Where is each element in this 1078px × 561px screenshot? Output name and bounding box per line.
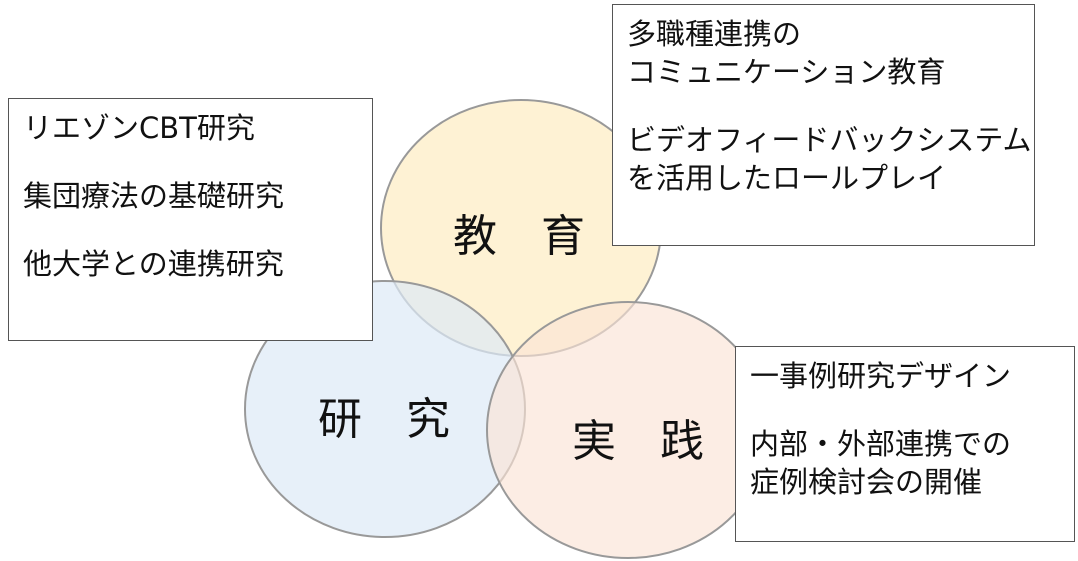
- box-line: ビデオフィードバックシステム: [627, 123, 1032, 157]
- practice-label: 実 践: [572, 416, 704, 467]
- box-line: 一事例研究デザイン: [750, 359, 1012, 393]
- box-line: 他大学との連携研究: [23, 247, 284, 281]
- practice-details-box: 一事例研究デザイン 内部・外部連携での 症例検討会の開催: [735, 346, 1075, 542]
- box-line: を活用したロールプレイ: [627, 161, 947, 195]
- box-line: リエゾンCBT研究: [23, 111, 255, 145]
- box-line: 症例検討会の開催: [750, 465, 983, 499]
- education-details-box: 多職種連携の コミュニケーション教育 ビデオフィードバックシステム を活用したロ…: [612, 4, 1035, 246]
- research-label: 研 究: [318, 394, 450, 445]
- education-label: 教 育: [453, 211, 585, 262]
- box-line: 集団療法の基礎研究: [23, 179, 285, 213]
- box-line: 多職種連携の: [627, 17, 802, 51]
- box-line: コミュニケーション教育: [627, 55, 946, 89]
- box-line: 内部・外部連携での: [750, 427, 1012, 461]
- research-details-box: リエゾンCBT研究 集団療法の基礎研究 他大学との連携研究: [8, 98, 373, 341]
